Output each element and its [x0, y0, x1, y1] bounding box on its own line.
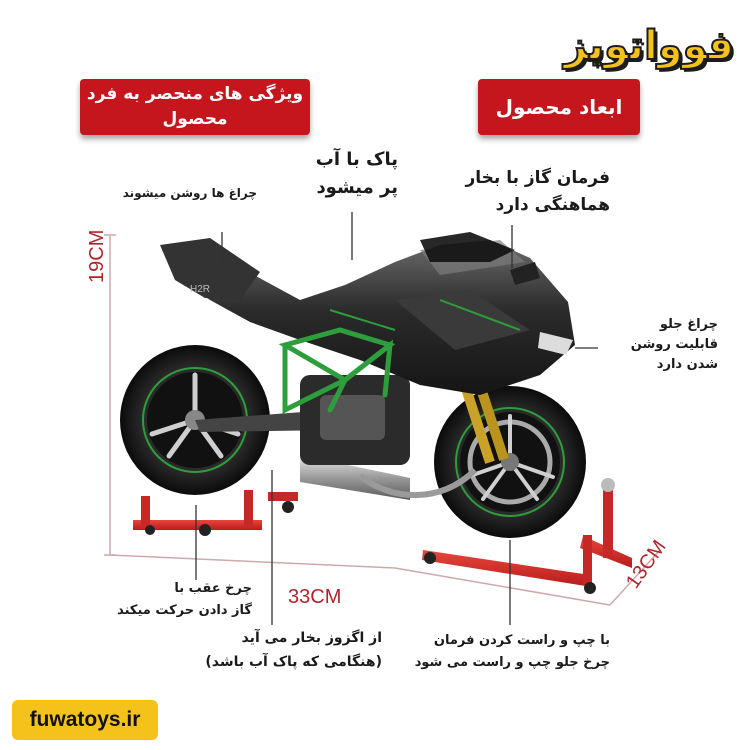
height-dimension-label: 19CM	[86, 229, 108, 283]
fairing	[170, 240, 575, 395]
callout-lights: چراغ ها روشن میشوند	[122, 186, 257, 200]
callout-steering: با چپ و راست کردن فرمان چرخ جلو چپ و راس…	[414, 633, 610, 670]
callout-rear-wheel: چرخ عقب با گاز دادن حرکت میکند	[117, 581, 252, 618]
callout-exhaust: از اگزوز بخار می آید (هنگامی که پاک آب ب…	[205, 630, 382, 670]
website-url-badge: fuwatoys.ir	[12, 700, 158, 740]
callout-water-tank: پاک با آب پر میشود	[315, 149, 398, 198]
rear-stand	[133, 490, 298, 536]
dimensions-heading-badge: ابعاد محصول	[478, 79, 640, 135]
front-wheel	[434, 386, 586, 538]
length-dimension-label: 33CM	[288, 586, 342, 608]
front-stand	[422, 478, 632, 594]
svg-text:H2R: H2R	[190, 284, 210, 295]
callout-handlebar: فرمان گاز با بخار هماهنگی دارد	[465, 168, 610, 215]
callout-leader-lines	[195, 212, 598, 625]
seat-cowl	[160, 238, 260, 300]
features-heading-badge: ویژگی های منحصر به فرد محصول	[80, 79, 310, 135]
brand-logo: فوواتویز	[563, 22, 735, 70]
trellis-frame	[278, 327, 396, 415]
callout-headlight: چراغ جلو قابلیت روشن شدن دارد	[630, 317, 718, 372]
headlight	[538, 332, 573, 355]
mirror	[510, 262, 540, 285]
dimension-lines	[104, 234, 661, 606]
exhaust-pipe	[300, 455, 478, 500]
windscreen	[420, 232, 515, 262]
